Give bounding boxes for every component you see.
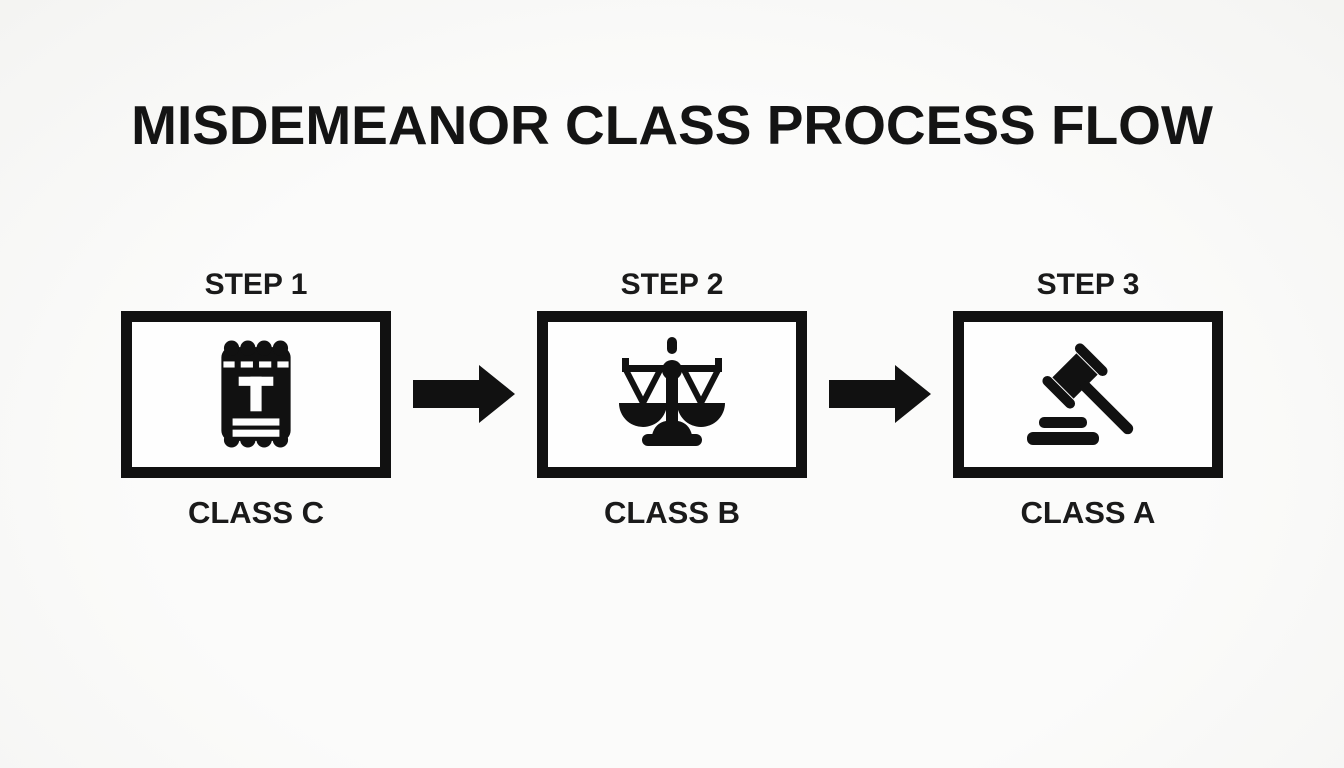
scales-of-justice-icon: [619, 337, 725, 447]
step-2-label: STEP 2: [620, 267, 724, 301]
arrow-right-icon: [413, 364, 515, 423]
step-3-box: [953, 310, 1223, 478]
connector-1: [391, 364, 537, 423]
connector-2: [807, 364, 953, 423]
flow-row: STEP 1: [0, 267, 1344, 531]
class-c-label: CLASS C: [187, 494, 325, 530]
arrow-right-icon: [829, 364, 931, 423]
step-3-label: STEP 3: [1036, 267, 1140, 301]
page-title: MISDEMEANOR CLASS PROCESS FLOW: [131, 94, 1213, 156]
class-b-label: CLASS B: [603, 494, 741, 530]
step-column-1: STEP 1: [121, 267, 391, 531]
ticket-icon: [221, 340, 291, 448]
gavel-icon: [1027, 343, 1134, 445]
class-a-label: CLASS A: [1020, 494, 1156, 530]
step-1-box: [121, 310, 391, 478]
step-1-label: STEP 1: [204, 267, 308, 301]
step-column-3: STEP 3 CLASS A: [953, 267, 1223, 531]
step-column-2: STEP 2: [537, 267, 807, 531]
step-2-box: [537, 310, 807, 478]
